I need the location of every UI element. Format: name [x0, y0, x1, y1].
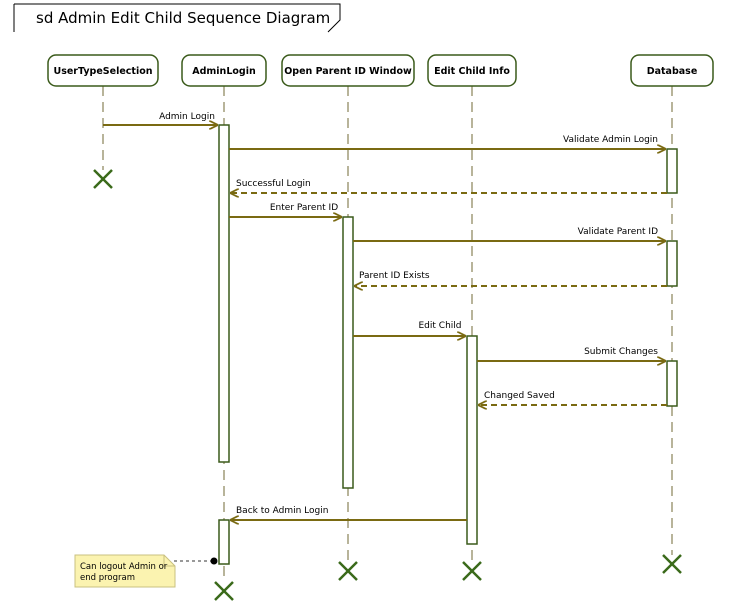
- lifeline-admin-label: AdminLogin: [192, 66, 256, 77]
- message-labels: Admin Login Validate Admin Login Success…: [159, 112, 658, 516]
- destroy-user-icon: [93, 169, 113, 189]
- message-label-enter-parent-id: Enter Parent ID: [270, 203, 338, 213]
- activation-admin-1: [218, 124, 230, 463]
- lifeline-head-admin: AdminLogin: [181, 54, 267, 87]
- note-line-2: end program: [80, 573, 135, 583]
- activation-child: [466, 335, 478, 545]
- activation-bars: [218, 124, 678, 565]
- activation-db-2: [666, 240, 678, 287]
- destroy-markers: [93, 169, 682, 601]
- message-label-validate-admin-login: Validate Admin Login: [563, 135, 658, 145]
- destroy-db-icon: [662, 554, 682, 574]
- destroy-admin-icon: [214, 581, 234, 601]
- lifeline-child-label: Edit Child Info: [434, 66, 510, 77]
- activation-db-3: [666, 360, 678, 407]
- message-label-successful-login: Successful Login: [236, 179, 311, 189]
- activation-parent: [342, 216, 354, 489]
- message-label-parent-id-exists: Parent ID Exists: [359, 271, 430, 281]
- note-line-1: Can logout Admin or: [80, 562, 168, 572]
- lifeline-db-label: Database: [647, 66, 698, 77]
- lifeline-head-db: Database: [630, 54, 714, 87]
- lifeline-head-parent: Open Parent ID Window: [281, 54, 415, 87]
- note: Can logout Admin or end program: [74, 554, 218, 588]
- frame-title-tab: sd Admin Edit Child Sequence Diagram: [13, 3, 341, 33]
- message-label-edit-child: Edit Child: [419, 321, 462, 331]
- lifeline-user-label: UserTypeSelection: [54, 66, 153, 77]
- note-box: [74, 554, 176, 588]
- message-label-changed-saved: Changed Saved: [484, 391, 555, 401]
- lifeline-head-user: UserTypeSelection: [47, 54, 159, 87]
- activation-db-1: [666, 148, 678, 194]
- destroy-child-icon: [462, 561, 482, 581]
- note-anchor-dot: [210, 557, 218, 565]
- message-label-submit-changes: Submit Changes: [584, 347, 658, 357]
- diagram-title: sd Admin Edit Child Sequence Diagram: [36, 9, 330, 27]
- message-label-admin-login: Admin Login: [159, 112, 215, 122]
- destroy-parent-icon: [338, 561, 358, 581]
- lifeline-head-child: Edit Child Info: [427, 54, 517, 87]
- message-label-back-to-admin-login: Back to Admin Login: [236, 506, 328, 516]
- messages: [103, 125, 667, 520]
- activation-admin-2: [218, 519, 230, 565]
- lifeline-lines: [102, 86, 673, 582]
- lifeline-parent-label: Open Parent ID Window: [284, 66, 412, 77]
- message-label-validate-parent-id: Validate Parent ID: [578, 227, 658, 237]
